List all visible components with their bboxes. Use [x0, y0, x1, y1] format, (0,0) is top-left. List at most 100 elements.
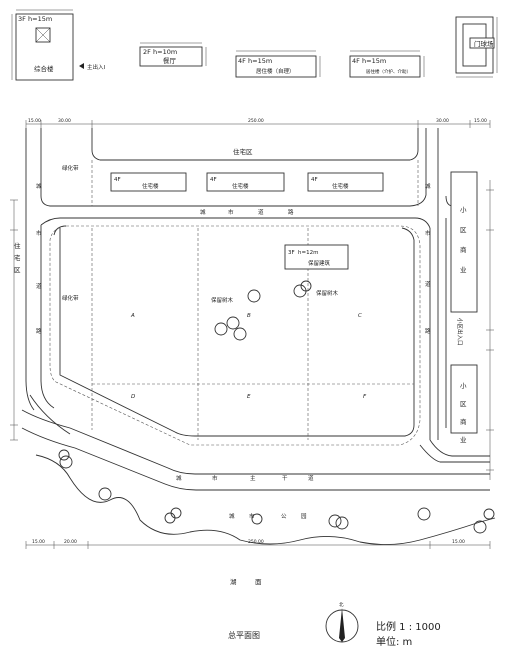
dim-bottom-b: 20.00: [64, 539, 77, 545]
complex-floor: 3F: [18, 15, 26, 23]
svg-text:公: 公: [281, 514, 287, 520]
svg-text:城: 城: [229, 513, 235, 520]
dim-top-e: 15.00: [474, 118, 487, 124]
dim-bottom-a: 15.00: [32, 539, 45, 545]
north-arrow-icon: 北: [325, 601, 359, 643]
svg-text:主: 主: [250, 474, 256, 482]
dim-bottom-c: 250.00: [248, 539, 264, 545]
city-label-left-top: 城: [36, 183, 42, 190]
dorm-care-height: h=15m: [362, 57, 386, 65]
svg-text:市: 市: [212, 474, 218, 482]
svg-text:D: D: [131, 394, 135, 400]
lake-label: 湖 面: [230, 577, 262, 586]
dorm-self-name: 居住楼（自理）: [256, 67, 295, 75]
svg-text:面: 面: [255, 578, 262, 586]
svg-text:市: 市: [425, 229, 431, 237]
plan-title: 总平面图: [228, 630, 260, 640]
commercial-top: 小区商业: [450, 171, 478, 313]
road-network: 15.00 20.00 250.00 15.00: [21, 128, 496, 549]
preserved-building: 3F h=12m 保留建筑: [284, 244, 349, 270]
green-belt-top-label: 绿化带: [62, 164, 79, 172]
svg-text:道: 道: [425, 280, 431, 288]
svg-text:市: 市: [36, 229, 42, 237]
commercial-bottom-text: 小区商业: [460, 381, 467, 444]
dim-top-d: 30.00: [436, 118, 449, 124]
legend-dorm-care: 4F h=15m 居住楼（介护、介助）: [349, 50, 425, 78]
res-block-2-floor: 4F: [210, 177, 217, 183]
dorm-self-floor: 4F: [238, 57, 246, 65]
svg-text:干: 干: [282, 475, 288, 482]
legend-dining: 2F h=10m 餐厅: [139, 42, 207, 67]
city-road-left-label: 市 道 路: [36, 229, 42, 335]
dorm-self-height: h=15m: [248, 57, 272, 65]
dim-top-c: 250.00: [248, 118, 264, 124]
complex-name: 综合楼: [34, 64, 54, 73]
residential-top-label: 住宅区: [233, 147, 253, 156]
court-name: 门球场: [474, 39, 494, 48]
green-belt-left-label: 绿化带: [62, 294, 79, 302]
svg-text:园: 园: [301, 513, 307, 520]
commercial-bottom: 小区商业: [450, 364, 478, 444]
left-dimension-line: [10, 199, 18, 441]
preserved-floor: 3F: [288, 250, 295, 256]
residential-blocks: 4F 住宅楼 4F 住宅楼 4F 住宅楼: [110, 172, 384, 192]
legend-dorm-self: 4F h=15m 居住楼（自理）: [235, 50, 321, 78]
svg-text:B: B: [247, 313, 251, 319]
preserved-height: h=12m: [298, 250, 318, 256]
city-road-right-label: 市 道 路: [425, 229, 431, 335]
top-dimension-line: 15.00 30.00 250.00 30.00 15.00: [25, 118, 491, 128]
complex-height: h=15m: [28, 15, 52, 23]
svg-text:C: C: [358, 313, 362, 319]
trees-label-2: 保留树木: [316, 289, 339, 297]
res-block-3-name: 住宅楼: [332, 182, 349, 190]
city-label-right-top: 城: [425, 183, 431, 190]
svg-text:道: 道: [308, 474, 314, 482]
dining-height: h=10m: [153, 48, 177, 56]
svg-text:小区出入口: 小区出入口: [456, 318, 464, 346]
svg-text:路: 路: [425, 327, 431, 335]
entrance-arrow-icon: [79, 63, 84, 69]
zone-labels: A B C D E F: [130, 313, 367, 400]
residential-left-text: 住宅区: [14, 241, 21, 274]
legend-gateball-court: 门球场: [455, 16, 498, 78]
commercial-top-text: 小区商业: [460, 205, 467, 274]
zone-grid: [91, 160, 419, 440]
svg-text:城: 城: [200, 209, 206, 216]
main-road-label: 城 市 主 干 道: [176, 474, 314, 482]
dim-top-b: 30.00: [58, 118, 71, 124]
park-label: 城 市 公 园: [229, 512, 307, 520]
svg-text:道: 道: [36, 282, 42, 290]
res-block-1-floor: 4F: [114, 177, 121, 183]
dorm-care-floor: 4F: [352, 57, 360, 65]
dorm-care-name: 居住楼（介护、介助）: [366, 68, 411, 75]
north-label: 北: [339, 601, 344, 608]
district-entrance-label: 小区出入口: [456, 318, 464, 346]
residential-left-label: 住宅区: [14, 241, 21, 274]
unit-label: 单位: m: [376, 635, 412, 648]
dining-name: 餐厅: [163, 56, 177, 65]
res-block-2-name: 住宅楼: [232, 182, 249, 190]
svg-text:城: 城: [176, 475, 182, 482]
entrance-label: 主出入Ⅰ: [87, 63, 106, 71]
svg-text:市: 市: [228, 208, 234, 216]
svg-text:道: 道: [258, 208, 264, 216]
dim-top-a: 15.00: [28, 118, 41, 124]
trees-label-1: 保留树木: [211, 296, 234, 304]
svg-text:市: 市: [249, 512, 255, 520]
svg-text:E: E: [247, 394, 251, 400]
svg-text:F: F: [363, 394, 367, 400]
dining-floor: 2F: [143, 48, 151, 56]
preserved-trees: [58, 280, 495, 534]
svg-text:湖: 湖: [230, 577, 237, 586]
dim-bottom-d: 15.00: [452, 539, 465, 545]
preserved-name: 保留建筑: [308, 259, 331, 267]
scale-label: 比例 1 : 1000: [376, 620, 441, 633]
svg-text:A: A: [130, 313, 135, 319]
svg-text:路: 路: [36, 327, 42, 335]
city-road-horizontal-label: 城 市 道 路: [200, 208, 294, 216]
res-block-3-floor: 4F: [311, 177, 318, 183]
legend-complex-building: 3F h=15m 综合楼 主出入Ⅰ: [11, 9, 106, 81]
right-dimension-line: [486, 180, 494, 480]
res-block-1-name: 住宅楼: [142, 182, 159, 190]
